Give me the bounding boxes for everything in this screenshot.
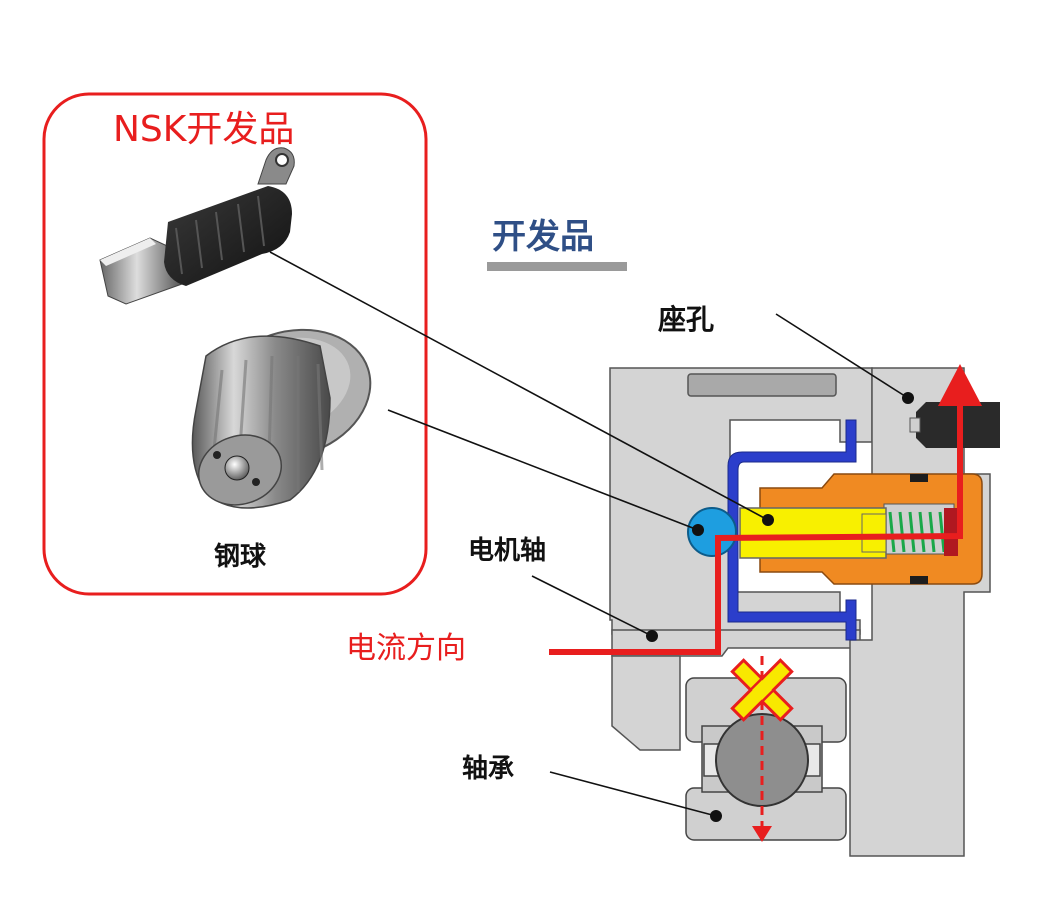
leader-dots [646,392,914,822]
blocked-cross-icon [730,658,794,722]
motor-shaft-label: 电机轴 [468,536,547,566]
blocked-arrow-head [752,826,772,842]
diagram-heading: 开发品 [492,217,594,257]
ball-label: 钢球 [214,542,267,572]
current-path [549,397,963,655]
bearing-label: 轴承 [462,754,515,784]
leader-lines [269,251,909,817]
heading-underline [487,262,627,271]
current-arrow-head [938,364,982,406]
product-panel-frame [42,92,428,596]
panel-title: NSK开发品 [113,109,295,150]
spring-cap [944,508,958,556]
seat-hole-label: 座孔 [658,303,715,336]
spring [888,511,946,553]
brush-step [861,513,887,553]
blue-shield-bracket [727,419,857,641]
brush-product-photo [99,147,295,305]
pin-screw [909,402,1000,448]
steel-ball [687,507,737,557]
ball-holder-product-photo [191,328,372,509]
yellow-brush [739,507,887,559]
bearing-section [685,677,847,841]
current-direction-label: 电流方向 [346,631,466,666]
